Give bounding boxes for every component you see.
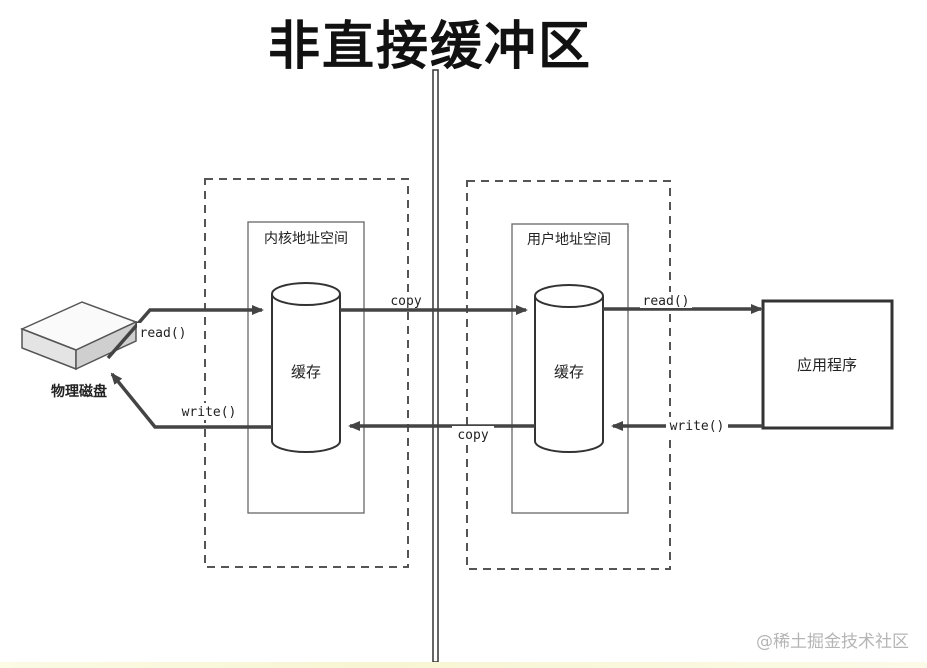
user-space-label: 用户地址空间 <box>527 231 611 248</box>
application-label: 应用程序 <box>797 356 857 374</box>
kernel-space-box <box>247 221 365 514</box>
app-read-label-bg <box>640 292 692 308</box>
user-buffer-cylinder <box>534 284 604 453</box>
disk-write-arrow <box>110 372 272 429</box>
disk-icon <box>20 301 138 371</box>
copy-to-kernel-label: copy <box>457 428 488 443</box>
copy-to-user-label: copy <box>390 294 421 309</box>
application-box <box>761 299 894 430</box>
disk-write-label-bg <box>178 403 240 420</box>
app-read-label: read() <box>643 294 690 309</box>
kernel-buffer-cylinder <box>271 282 341 453</box>
user-space-box <box>511 223 629 514</box>
copy-to-kernel-label-bg <box>452 426 494 442</box>
disk-read-arrow <box>106 305 264 360</box>
copy-to-user-label-bg <box>385 292 427 308</box>
disk-label: 物理磁盘 <box>51 383 107 400</box>
user-buffer-label: 缓存 <box>554 363 584 381</box>
kernel-space-label: 内核地址空间 <box>264 231 348 247</box>
kernel-dashed-boundary <box>204 178 409 568</box>
disk-write-label: write() <box>182 405 237 420</box>
watermark: @稀土掘金技术社区 <box>756 632 909 652</box>
disk-read-label: read() <box>140 326 187 341</box>
center-divider <box>432 69 439 663</box>
user-dashed-boundary <box>466 180 671 570</box>
disk-read-label-bg <box>137 323 189 340</box>
page-title: 非直接缓冲区 <box>267 17 592 77</box>
app-write-label-bg <box>666 417 728 434</box>
kernel-buffer-label: 缓存 <box>291 363 321 381</box>
bottom-strip <box>0 662 927 668</box>
app-write-label: write() <box>670 419 725 434</box>
